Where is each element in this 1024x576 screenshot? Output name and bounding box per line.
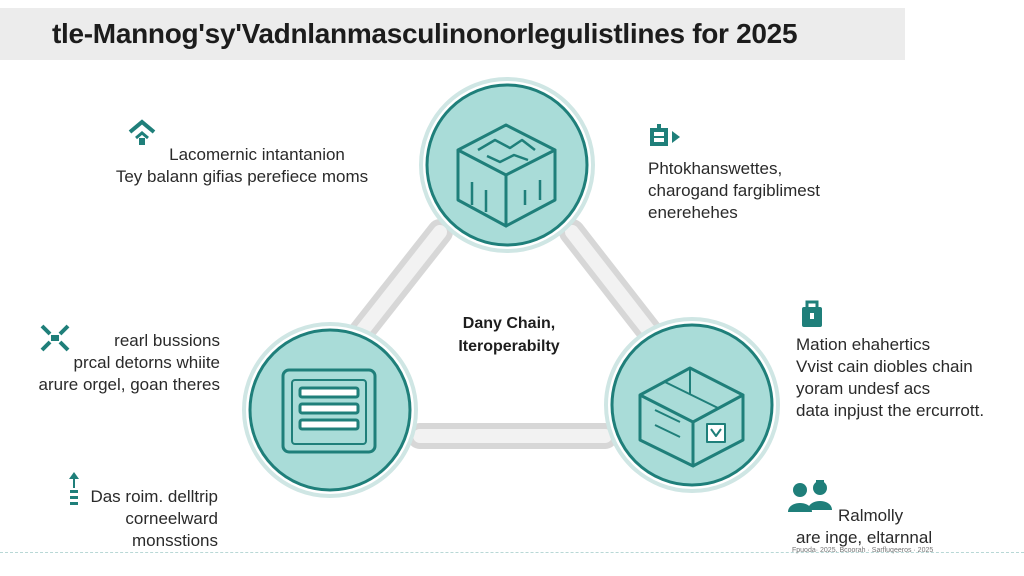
- node-top[interactable]: [419, 77, 595, 253]
- note-mid-right-line3: yoram undesf acs: [796, 379, 931, 398]
- connector-right: [559, 219, 673, 358]
- note-top-right-line2: charogand fargiblimest: [648, 181, 820, 200]
- box-node-icon: [638, 366, 745, 468]
- title-bar: [0, 8, 905, 60]
- note-mid-left-line3: arure orgel, goan theres: [38, 375, 220, 394]
- arrow-up-icon: [128, 119, 156, 145]
- connector-left: [342, 219, 453, 353]
- bag-icon: [802, 300, 822, 327]
- note-bottom-left-line2: corneelward: [125, 509, 218, 528]
- note-bottom-right: Ralmolly are inge, eltarnnal: [796, 505, 932, 549]
- document-node-icon: [281, 368, 377, 454]
- note-mid-left-line1: rearl bussions: [114, 331, 220, 350]
- note-mid-right: Mation ehahertics Vvist cain diobles cha…: [796, 334, 984, 422]
- center-label-line2: Iteroperabilty: [458, 338, 560, 355]
- note-top-left: Lacomernic intantanion Tey balann gifias…: [96, 144, 388, 188]
- note-top-left-line1: Lacomernic intantanion: [169, 145, 345, 164]
- note-mid-left-line2: prcal detorns whiite: [73, 353, 220, 372]
- credit-text: Fpuoda· 2025. Bcoorah · Sarfluqeeros · 2…: [792, 547, 934, 554]
- note-top-right-line1: Phtokhanswettes,: [648, 159, 783, 178]
- up-arrow-small-icon: [69, 472, 79, 505]
- note-bottom-right-line2: are inge, eltarnnal: [796, 528, 933, 547]
- chain-node-icon: [456, 123, 557, 228]
- footer-divider: [0, 552, 1024, 553]
- note-mid-left: rearl bussions prcal detorns whiite arur…: [20, 330, 220, 396]
- network-icon: [40, 324, 70, 352]
- node-right[interactable]: [604, 317, 780, 493]
- node-left[interactable]: [242, 322, 418, 498]
- note-mid-right-line1: Mation ehahertics: [796, 335, 931, 354]
- note-bottom-left: Das roim. delltrip corneelward monsstion…: [20, 486, 218, 552]
- note-top-right: Phtokhanswettes, charogand fargiblimest …: [648, 158, 820, 224]
- people-icon: [788, 480, 832, 512]
- note-bottom-right-line1: Ralmolly: [838, 506, 904, 525]
- center-label-line1: Dany Chain,: [462, 315, 556, 332]
- note-mid-right-line4: data inpjust the ercurrott.: [796, 401, 985, 420]
- page-title: tle-Mannog'sy'Vadnlanmasculinonorlegulis…: [52, 18, 798, 49]
- note-bottom-left-line1: Das roim. delltrip: [90, 487, 218, 506]
- note-top-right-line3: enerehehes: [648, 203, 738, 222]
- center-label: Dany Chain, Iteroperabilty: [420, 312, 598, 358]
- note-top-left-line2: Tey balann gifias perefiece moms: [115, 167, 369, 186]
- note-bottom-left-line3: monsstions: [132, 531, 218, 550]
- note-mid-right-line2: Vvist cain diobles chain: [796, 357, 973, 376]
- gift-icon: [650, 124, 680, 146]
